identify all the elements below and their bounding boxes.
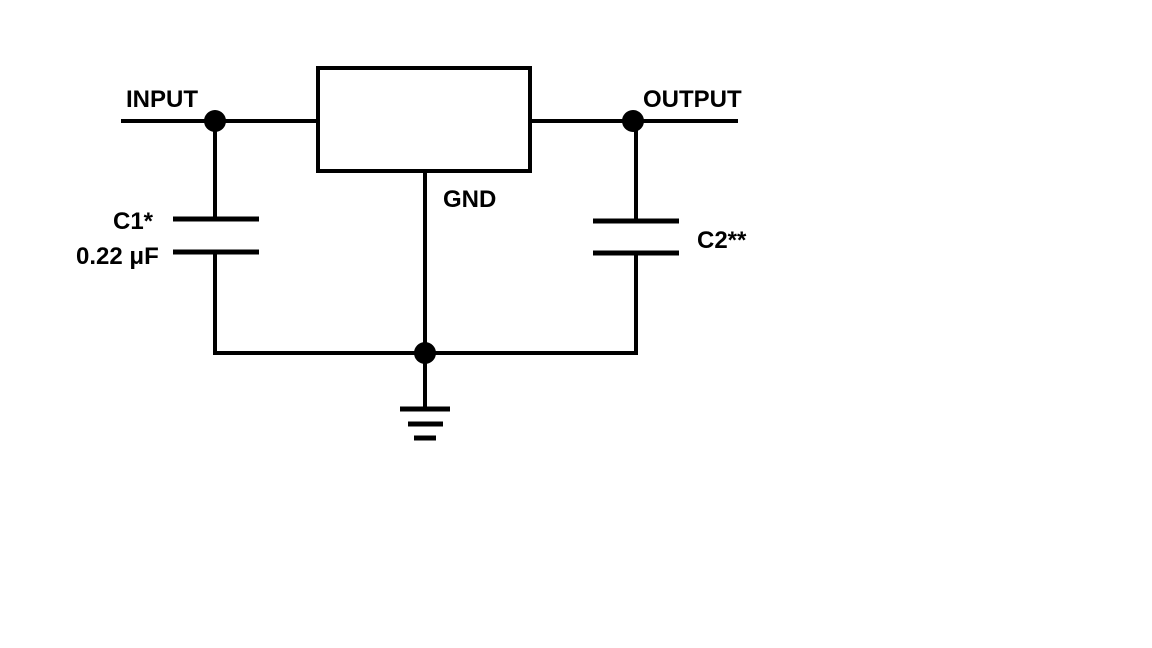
regulator-block: [316, 66, 532, 173]
ground-junction: [414, 342, 436, 364]
c1-label: C1*: [113, 208, 154, 235]
gnd-label: GND: [443, 186, 496, 213]
output-label: OUTPUT: [643, 86, 742, 113]
c2-label: C2**: [697, 227, 747, 254]
ground-icon: [400, 406, 450, 441]
input-label: INPUT: [126, 86, 198, 113]
output-junction: [622, 110, 644, 132]
c1-value-label: 0.22 μF: [76, 243, 159, 270]
input-junction: [204, 110, 226, 132]
